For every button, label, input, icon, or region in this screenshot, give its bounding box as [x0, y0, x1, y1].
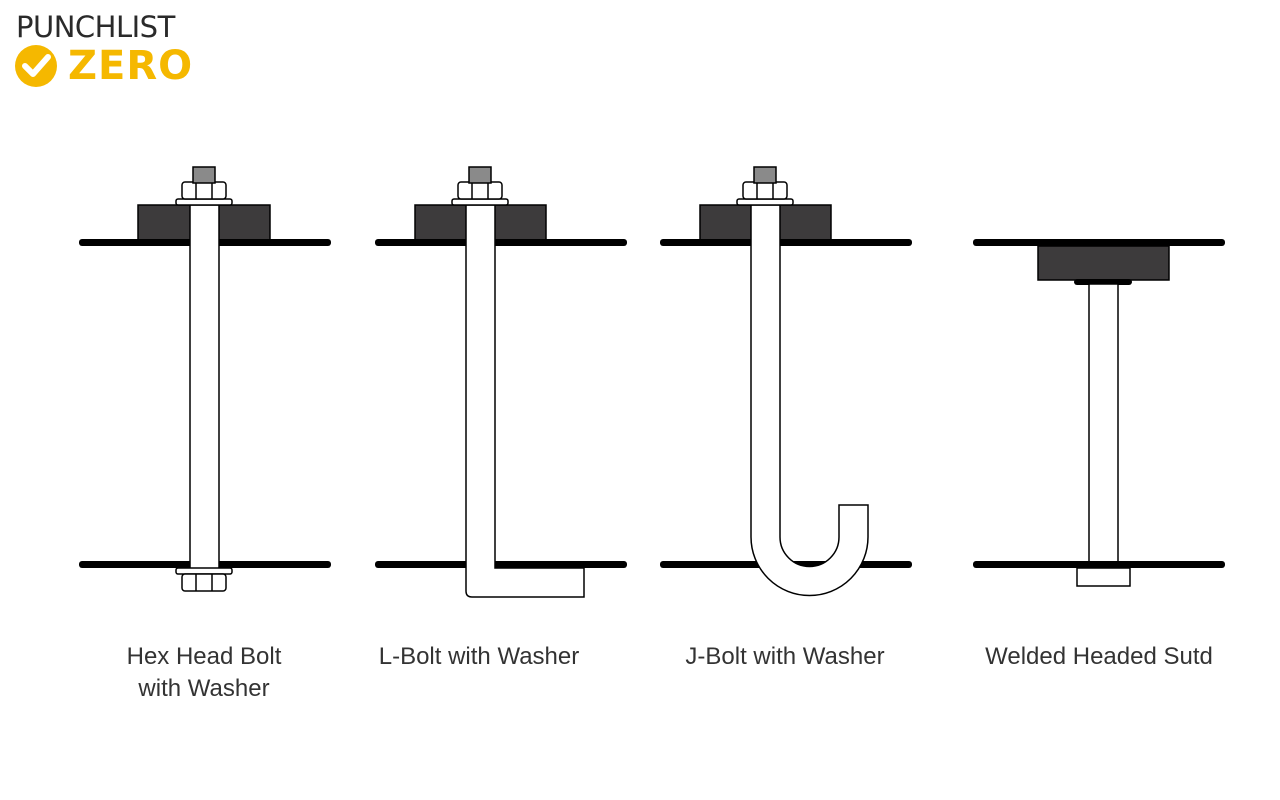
l-bolt-bottom-flange	[375, 561, 627, 568]
j-bolt-top-washer	[736, 198, 794, 206]
j-bolt-thread-end	[753, 166, 777, 184]
bolt-label-line: L-Bolt with Washer	[378, 643, 580, 670]
j-bolt-top-flange	[660, 239, 912, 246]
bolt-label-l-bolt: L-Bolt with Washer	[349, 641, 609, 673]
l-bolt-top-flange	[375, 239, 627, 246]
brand-name-top: PUNCHLIST	[16, 10, 175, 44]
welded-stud-plate	[1037, 245, 1170, 281]
welded-stud-shaft	[1088, 283, 1119, 569]
hex-bolt-top-washer	[175, 198, 233, 206]
bolt-label-hex-head: Hex Head Bolt with Washer	[104, 641, 304, 705]
bolt-label-line: Welded Headed Sutd	[985, 643, 1213, 670]
bolt-label-line: Hex Head Bolt	[126, 643, 282, 670]
hex-bolt-bottom-nut	[181, 573, 227, 592]
hex-bolt-thread-end	[192, 166, 216, 184]
l-bolt-figure	[375, 166, 627, 598]
bolt-label-line: with Washer	[138, 675, 270, 702]
hex-bolt-bottom-washer	[175, 567, 233, 575]
j-bolt-figure	[660, 166, 912, 597]
l-bolt-top-washer	[451, 198, 509, 206]
welded-stud-top-flange	[973, 239, 1225, 246]
l-bolt-thread-end	[468, 166, 492, 184]
welded-stud-figure	[973, 239, 1225, 587]
brand-logo: PUNCHLIST ZERO	[14, 10, 194, 92]
bolt-label-line: J-Bolt with Washer	[685, 643, 885, 670]
brand-name-bottom: ZERO	[68, 43, 194, 89]
bolt-label-welded-stud: Welded Headed Sutd	[954, 641, 1244, 673]
j-bolt-top-nut	[742, 181, 788, 200]
j-bolt-body	[750, 204, 869, 597]
hex-head-bolt-figure	[79, 166, 331, 592]
welded-stud-bottom-flange	[973, 561, 1225, 568]
check-circle-icon	[15, 45, 57, 87]
hex-bolt-top-nut	[181, 181, 227, 200]
l-bolt-body	[465, 204, 585, 598]
check-mark	[22, 54, 51, 77]
bolt-label-j-bolt: J-Bolt with Washer	[655, 641, 915, 673]
hex-bolt-shaft	[189, 204, 220, 570]
welded-stud-head	[1076, 567, 1131, 587]
l-bolt-top-nut	[457, 181, 503, 200]
